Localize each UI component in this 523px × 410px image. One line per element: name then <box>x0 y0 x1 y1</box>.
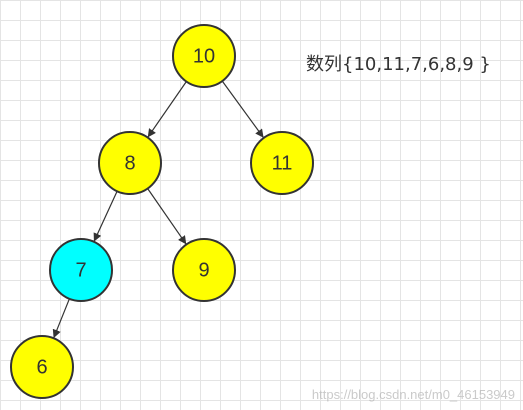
node-label: 10 <box>193 45 215 67</box>
node-circle <box>49 238 113 302</box>
node-circle <box>250 131 314 195</box>
node-label: 8 <box>124 152 135 174</box>
node-circle <box>98 131 162 195</box>
tree-node-8: 8 <box>98 131 162 195</box>
node-label: 7 <box>75 259 86 281</box>
edge-n10-n8 <box>147 81 187 138</box>
edge-n8-n9 <box>147 188 187 245</box>
node-label: 6 <box>36 356 47 378</box>
node-label: 11 <box>272 152 293 174</box>
tree-node-7: 7 <box>49 238 113 302</box>
tree-node-6: 6 <box>10 335 74 399</box>
tree-node-10: 10 <box>172 24 236 88</box>
edge-n8-n7 <box>93 190 118 242</box>
edge-n7-n6 <box>52 298 70 339</box>
watermark: https://blog.csdn.net/m0_46153949 <box>311 387 515 402</box>
node-label: 9 <box>198 259 209 281</box>
node-circle <box>172 238 236 302</box>
tree-node-11: 11 <box>250 131 314 195</box>
tree-edges <box>52 80 264 339</box>
node-circle <box>172 24 236 88</box>
sequence-label: 数列{10,11,7,6,8,9 } <box>306 54 491 75</box>
edge-n10-n11 <box>221 80 264 138</box>
tree-nodes: 10 8 11 7 9 6 <box>10 24 314 399</box>
node-circle <box>10 335 74 399</box>
tree-node-9: 9 <box>172 238 236 302</box>
